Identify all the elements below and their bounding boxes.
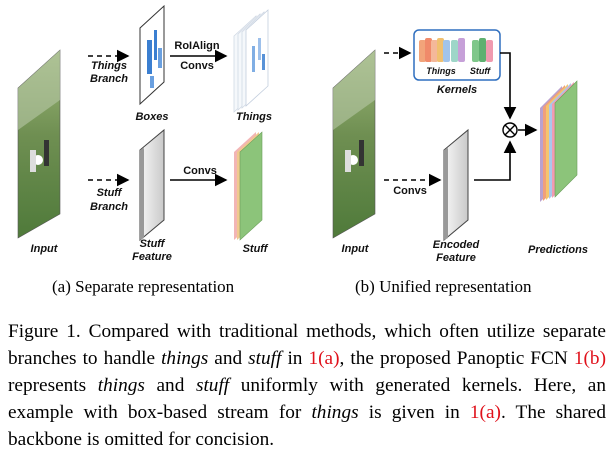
predictions-stack <box>540 80 578 202</box>
caption-ref-1a-link[interactable]: 1(a) <box>308 348 340 369</box>
kernel-things-label: Things <box>426 66 456 76</box>
subcaption-b: (b) Unified representation <box>355 277 532 296</box>
panel-b: Input Convs Things Stuff Kernels Encoded <box>332 29 588 264</box>
encoded-feature-block <box>443 128 469 242</box>
caption-and-1: and <box>208 348 249 369</box>
things-branch-label-1: Things <box>91 60 127 72</box>
caption-things-1: things <box>161 348 209 369</box>
kernels-to-multiply-arrow <box>500 52 517 120</box>
panel-a: Things Branch Stuff Branch Boxes Stuff F… <box>17 4 272 263</box>
kernels-box <box>413 29 501 81</box>
stuff-feature-label-1: Stuff <box>140 238 166 250</box>
figure-diagram: Things Branch Stuff Branch Boxes Stuff F… <box>17 4 588 264</box>
things-label: Things <box>236 111 272 123</box>
boxes-plane <box>139 4 165 106</box>
kernels-label: Kernels <box>437 84 477 96</box>
caption-stuff-1: stuff <box>248 348 282 369</box>
predictions-label: Predictions <box>528 244 588 256</box>
caption-text-4: uniformly with generated kernels. Here, … <box>8 375 607 423</box>
stuff-feature-label-2: Feature <box>132 251 172 263</box>
input-image-b <box>332 49 376 239</box>
caption-in-1: in <box>281 348 309 369</box>
boxes-label: Boxes <box>135 111 168 123</box>
things-branch-label-2: Branch <box>90 73 128 85</box>
convs-label-b: Convs <box>393 185 427 197</box>
caption-text-1: Figure 1. Compared with traditional meth… <box>8 321 606 369</box>
caption-text-6: . The shared backbone is omitted for con… <box>8 402 607 450</box>
caption-and-2: and <box>144 375 196 396</box>
subcaption-a: (a) Separate representation <box>52 277 235 296</box>
stuff-branch-label-2: Branch <box>90 201 128 213</box>
things-output-stack <box>233 9 269 113</box>
caption-text-3: represents <box>8 375 98 396</box>
input-label-b: Input <box>342 243 370 255</box>
caption-text-5: is given in <box>358 402 470 423</box>
stuff-branch-label-1: Stuff <box>97 187 123 199</box>
caption-things-2: things <box>97 375 145 396</box>
feature-to-multiply-arrow <box>474 140 517 181</box>
encoded-label-1: Encoded <box>433 239 480 251</box>
caption-things-3: things <box>311 402 359 423</box>
caption-ref-1a-second-link[interactable]: 1(a) <box>469 402 501 423</box>
figure-caption: Figure 1. Compared with traditional meth… <box>8 318 606 453</box>
input-label-a: Input <box>31 243 59 255</box>
caption-stuff-2: stuff <box>195 375 230 396</box>
kernel-stuff-label: Stuff <box>470 66 491 76</box>
caption-ref-1b-link[interactable]: 1(b) <box>573 348 606 369</box>
convs-label-top: Convs <box>180 60 214 72</box>
encoded-label-2: Feature <box>436 252 476 264</box>
stuff-output-stack <box>234 131 263 241</box>
stuff-label: Stuff <box>243 243 269 255</box>
stuff-feature-block <box>139 128 165 242</box>
roialign-label: RoIAlign <box>174 40 219 52</box>
input-image-a <box>17 49 61 239</box>
convs-label-bottom: Convs <box>183 165 217 177</box>
caption-text-2: , the proposed Panoptic FCN <box>339 348 574 369</box>
